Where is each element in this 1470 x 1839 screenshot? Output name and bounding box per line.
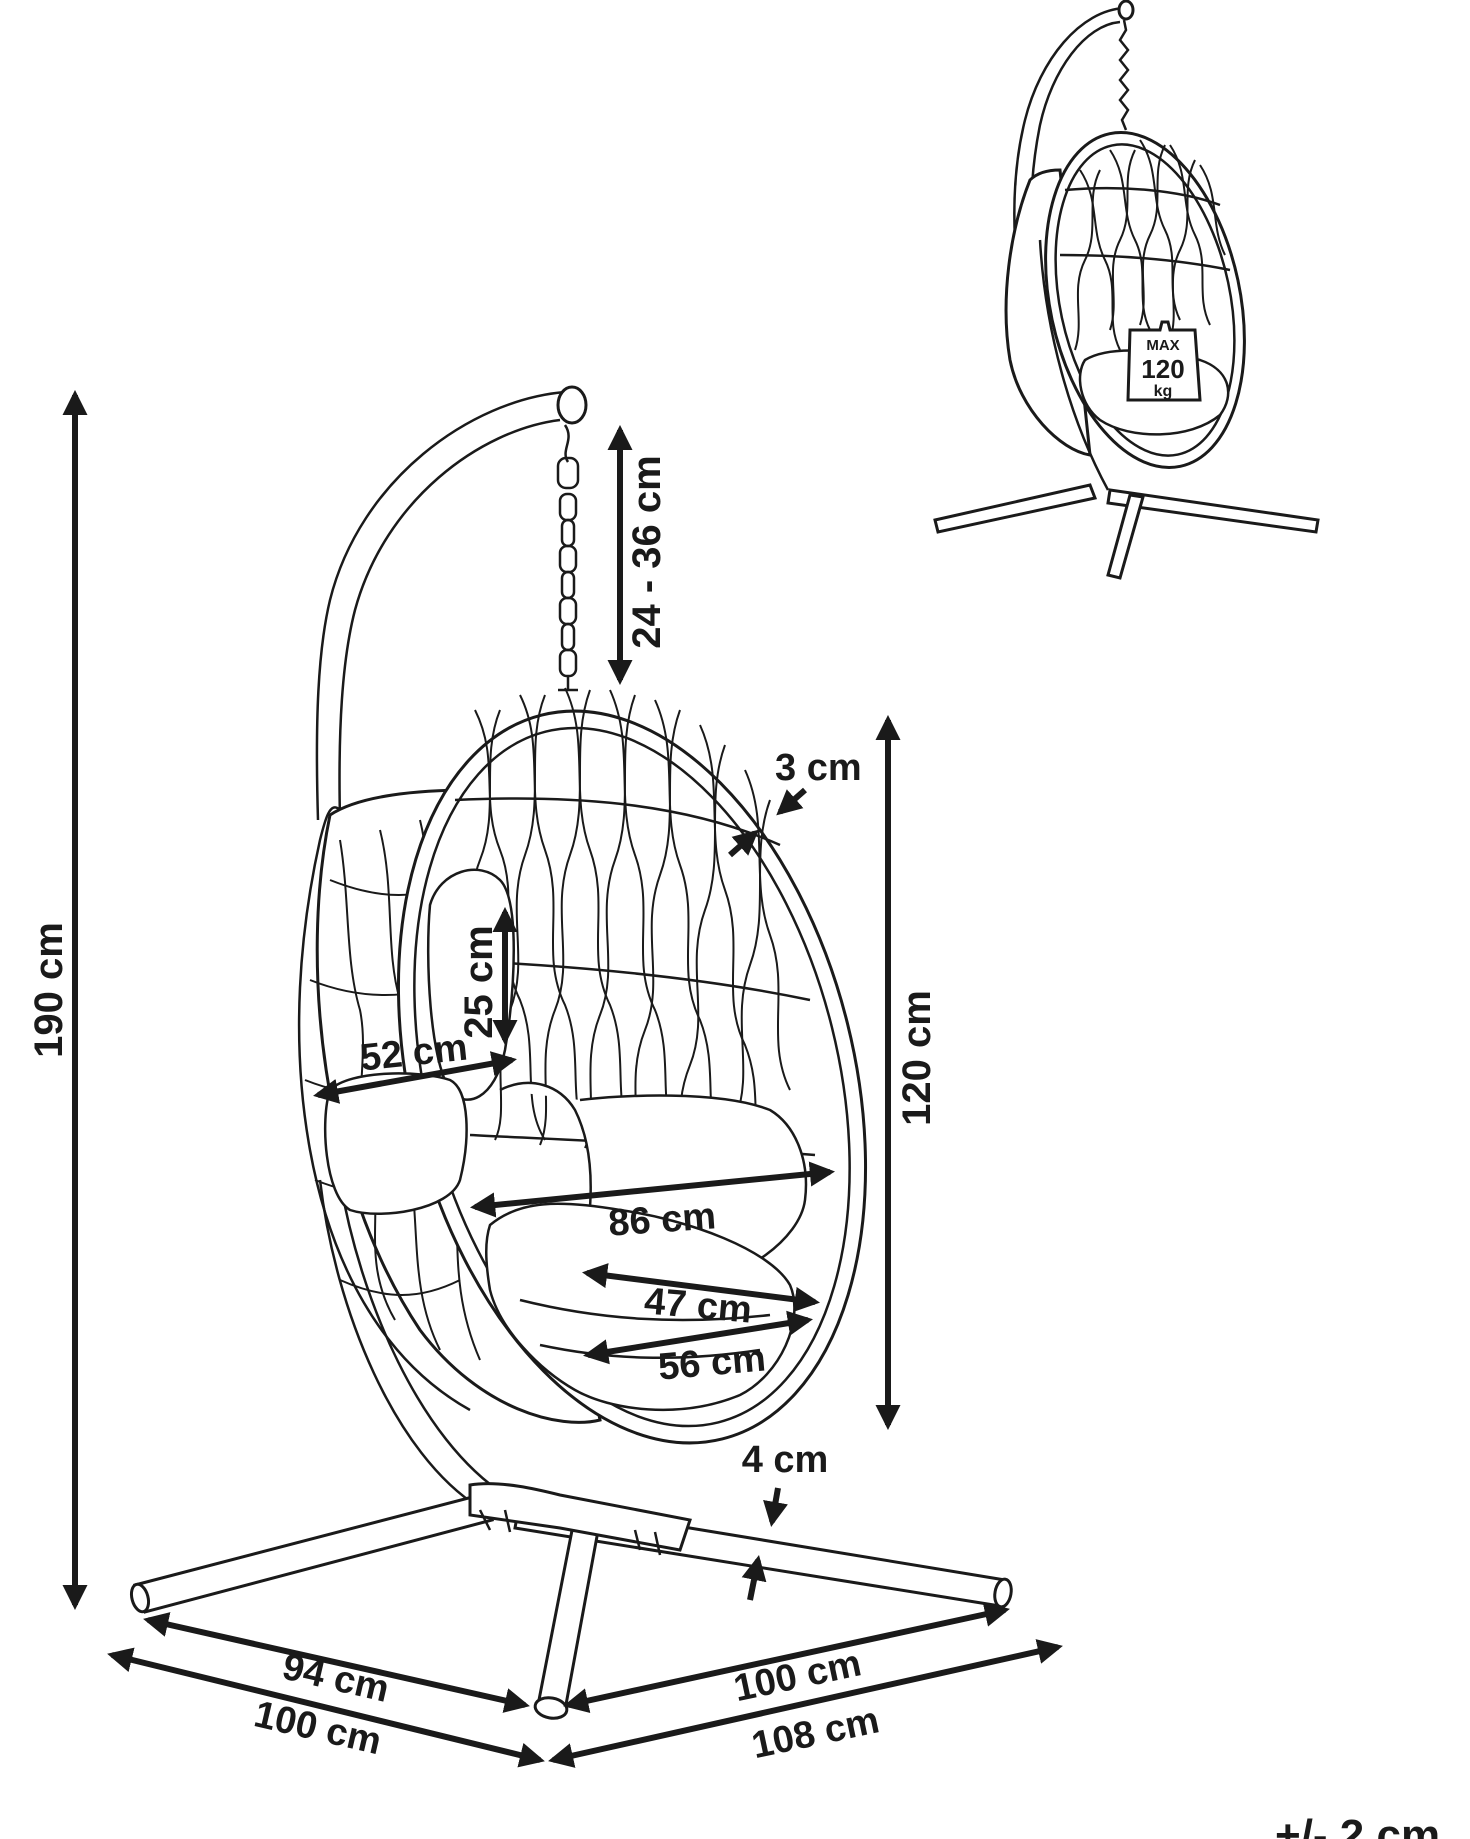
max-label: MAX xyxy=(1146,337,1179,354)
dim-seat-width-line xyxy=(583,1310,813,1365)
label-tolerance: +/- 2 cm xyxy=(1275,1811,1440,1839)
label-seat-width: 56 cm xyxy=(656,1337,767,1388)
left-side-cushion xyxy=(323,1072,468,1215)
dim-back-cushion-width-line xyxy=(313,1051,517,1104)
label-total-height: 190 cm xyxy=(27,922,71,1058)
back-cushion xyxy=(426,868,515,1101)
dim-rim-arrow-inner xyxy=(728,829,759,858)
max-load-tag: MAX 120 kg xyxy=(1126,320,1202,402)
label-chain-length: 24 - 36 cm xyxy=(625,455,669,648)
small-mesh xyxy=(1059,139,1231,351)
label-back-cushion-height: 25 cm xyxy=(457,925,501,1038)
small-chair-drawing: MAX 120 kg xyxy=(933,0,1320,580)
label-rim-thickness: 3 cm xyxy=(775,747,862,789)
pole-top-cap xyxy=(556,385,588,425)
label-tube-diameter: 4 cm xyxy=(742,1439,829,1481)
label-basket-width: 86 cm xyxy=(607,1195,717,1244)
dim-base-right-outer-line xyxy=(548,1639,1063,1768)
main-chair-drawing xyxy=(129,385,1013,1720)
dim-tube-arrow-top xyxy=(763,1487,788,1527)
label-basket-height: 120 cm xyxy=(895,990,939,1126)
dim-rim-arrow-outer xyxy=(776,787,807,816)
dim-basket-width-line xyxy=(469,1161,836,1218)
dim-seat-depth-line xyxy=(582,1263,820,1312)
dim-tube-arrow-bottom xyxy=(741,1555,767,1601)
label-seat-depth: 47 cm xyxy=(643,1280,754,1331)
dim-base-left-outer-line xyxy=(107,1647,545,1768)
small-pole-cap xyxy=(1117,0,1135,21)
max-load-unit: kg xyxy=(1154,383,1173,400)
dimension-lines xyxy=(62,389,1063,1768)
max-load-value: 120 xyxy=(1141,354,1184,384)
chain xyxy=(556,424,580,692)
